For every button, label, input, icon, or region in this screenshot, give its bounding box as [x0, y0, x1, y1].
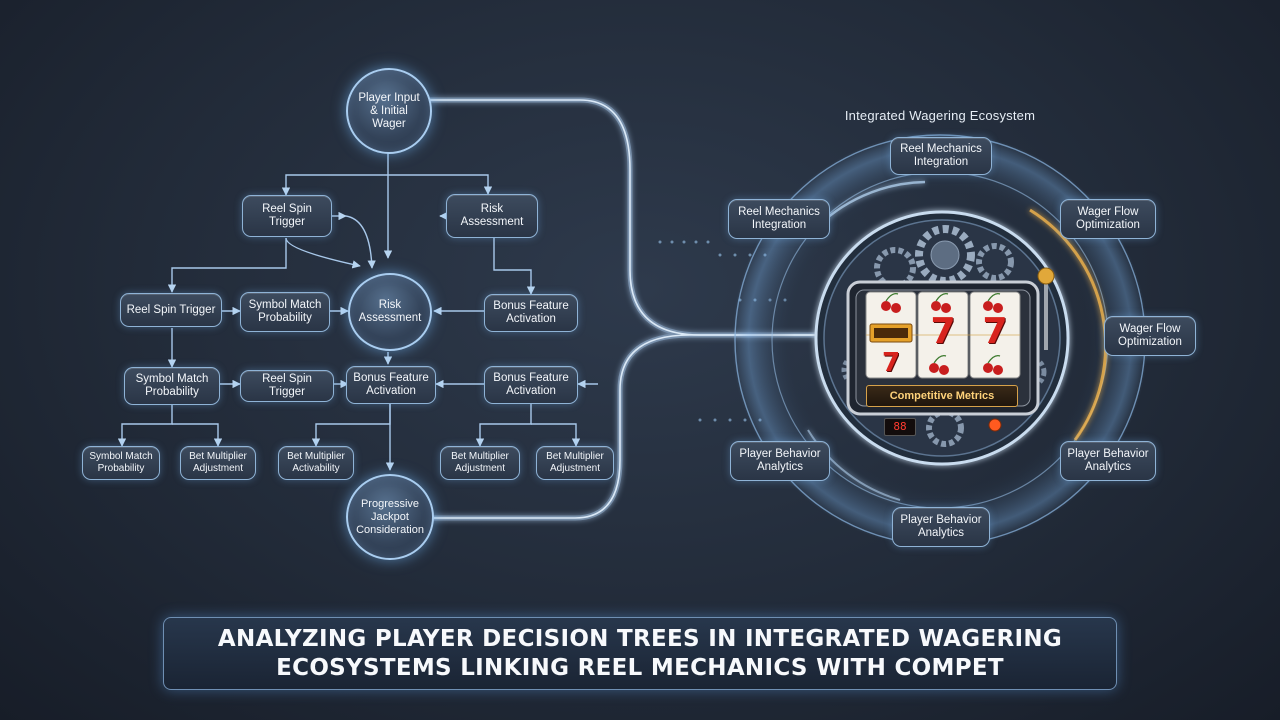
banner-title: ANALYZING PLAYER DECISION TREES IN INTEG…: [217, 625, 1063, 681]
seven-icon: 7: [982, 311, 1008, 352]
node-bonus-feature-far[interactable]: Bonus Feature Activation: [484, 366, 578, 404]
bar-icon: [869, 323, 913, 343]
machine-label: Competitive Metrics: [866, 385, 1018, 407]
eco-wager-flow-right[interactable]: Wager Flow Optimization: [1104, 316, 1196, 356]
node-symbol-match-mid[interactable]: Symbol Match Probability: [240, 292, 330, 332]
eco-player-behavior-right[interactable]: Player Behavior Analytics: [1060, 441, 1156, 481]
node-risk-assessment-top[interactable]: Risk Assessment: [446, 194, 538, 238]
leaf-bet-multiplier-3[interactable]: Bet Multiplier Adjustment: [440, 446, 520, 480]
node-reel-spin-trigger-mid[interactable]: Reel Spin Trigger: [240, 370, 334, 402]
lever-icon: [1037, 267, 1055, 350]
leaf-bet-multiplier-4[interactable]: Bet Multiplier Adjustment: [536, 446, 614, 480]
title-banner: ANALYZING PLAYER DECISION TREES IN INTEG…: [163, 617, 1117, 690]
seven-icon: 7: [930, 311, 956, 352]
node-player-input[interactable]: Player Input & Initial Wager: [346, 68, 432, 154]
eco-player-behavior-bottom[interactable]: Player Behavior Analytics: [892, 507, 990, 547]
eco-player-behavior-left[interactable]: Player Behavior Analytics: [730, 441, 830, 481]
ecosystem-title: Integrated Wagering Ecosystem: [844, 108, 1036, 123]
node-bonus-feature-center[interactable]: Bonus Feature Activation: [346, 366, 436, 404]
node-symbol-match-left[interactable]: Symbol Match Probability: [124, 367, 220, 405]
eco-reel-mechanics-top[interactable]: Reel Mechanics Integration: [890, 137, 992, 175]
node-progressive-jackpot[interactable]: Progressive Jackpot Consideration: [346, 474, 434, 560]
leaf-bet-multiplier-1[interactable]: Bet Multiplier Adjustment: [180, 446, 256, 480]
node-reel-spin-trigger-left[interactable]: Reel Spin Trigger: [120, 293, 222, 327]
leaf-bet-multiplier-2[interactable]: Bet Multiplier Activability: [278, 446, 354, 480]
node-reel-spin-trigger-top[interactable]: Reel Spin Trigger: [242, 195, 332, 237]
node-bonus-feature-right[interactable]: Bonus Feature Activation: [484, 294, 578, 332]
eco-wager-flow-upper[interactable]: Wager Flow Optimization: [1060, 199, 1156, 239]
leaf-symbol-match[interactable]: Symbol Match Probability: [82, 446, 160, 480]
cherry-icon: [881, 301, 1003, 375]
seven-icon: 7: [881, 348, 901, 378]
machine-counter: 88: [884, 418, 916, 436]
tree-connectors: [117, 152, 598, 471]
eco-reel-mechanics-left[interactable]: Reel Mechanics Integration: [728, 199, 830, 239]
node-risk-assessment-center[interactable]: Risk Assessment: [348, 273, 432, 351]
